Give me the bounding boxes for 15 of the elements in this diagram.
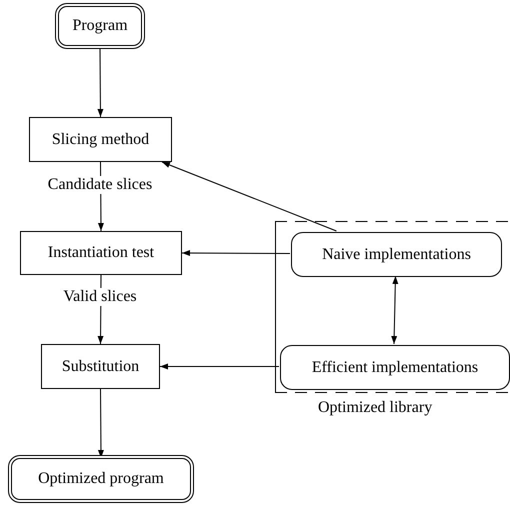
edge-label: Candidate slices (46, 176, 154, 194)
dashed-group-box (275, 221, 510, 393)
edge-label: Valid slices (62, 288, 138, 306)
rounded-box: Naive implementations (291, 232, 502, 277)
terminal-box: Optimized program (11, 458, 191, 500)
arrow (160, 364, 280, 370)
arrow (162, 162, 337, 232)
arrow (391, 276, 398, 344)
group-label: Optimized library (318, 399, 432, 417)
arrow (182, 250, 290, 256)
terminal-box: Program (58, 6, 142, 46)
process-box: Substitution (41, 344, 160, 389)
rounded-box: Efficient implementations (280, 345, 510, 390)
process-box: Slicing method (29, 117, 172, 162)
process-box: Instantiation test (20, 231, 182, 275)
